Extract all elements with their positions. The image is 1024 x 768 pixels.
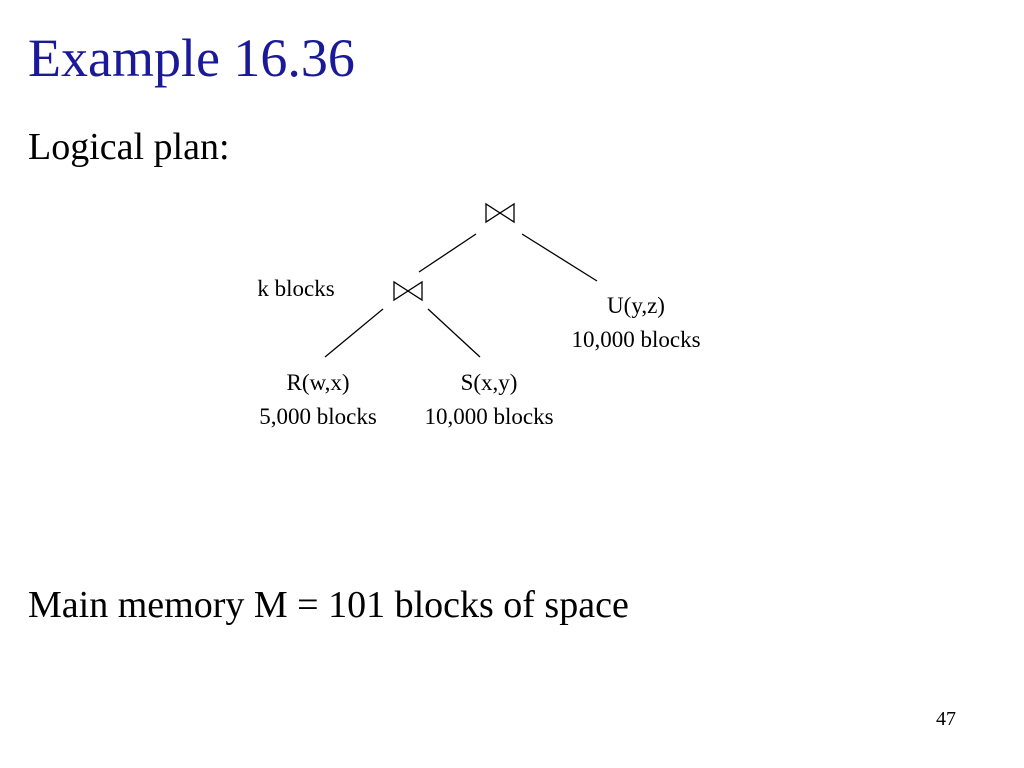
relation-u-name: U(y,z) — [607, 293, 665, 318]
root-join-left-wing — [485, 202, 502, 224]
relation-s-name: S(x,y) — [461, 370, 518, 395]
edge-root-to-inner-join — [418, 233, 477, 273]
relation-s-size: 10,000 blocks — [424, 404, 553, 429]
inner-join-size-label: k blocks — [257, 276, 334, 301]
relation-r-name: R(w,x) — [286, 370, 349, 395]
root-join-right-wing — [498, 202, 515, 224]
edge-inner-join-to-s — [427, 308, 481, 358]
relation-r-size: 5,000 blocks — [259, 404, 377, 429]
relation-u-size: 10,000 blocks — [571, 327, 700, 352]
inner-join-right-wing — [406, 280, 423, 302]
inner-join-left-wing — [393, 280, 410, 302]
logical-plan-heading: Logical plan: — [28, 126, 230, 168]
memory-statement: Main memory M = 101 blocks of space — [28, 584, 629, 626]
inner-join-icon — [393, 280, 423, 302]
page-number: 47 — [936, 708, 956, 730]
slide-title: Example 16.36 — [28, 28, 355, 88]
root-join-icon — [485, 202, 515, 224]
edge-root-to-u — [521, 233, 598, 282]
edge-inner-join-to-r — [324, 308, 384, 358]
